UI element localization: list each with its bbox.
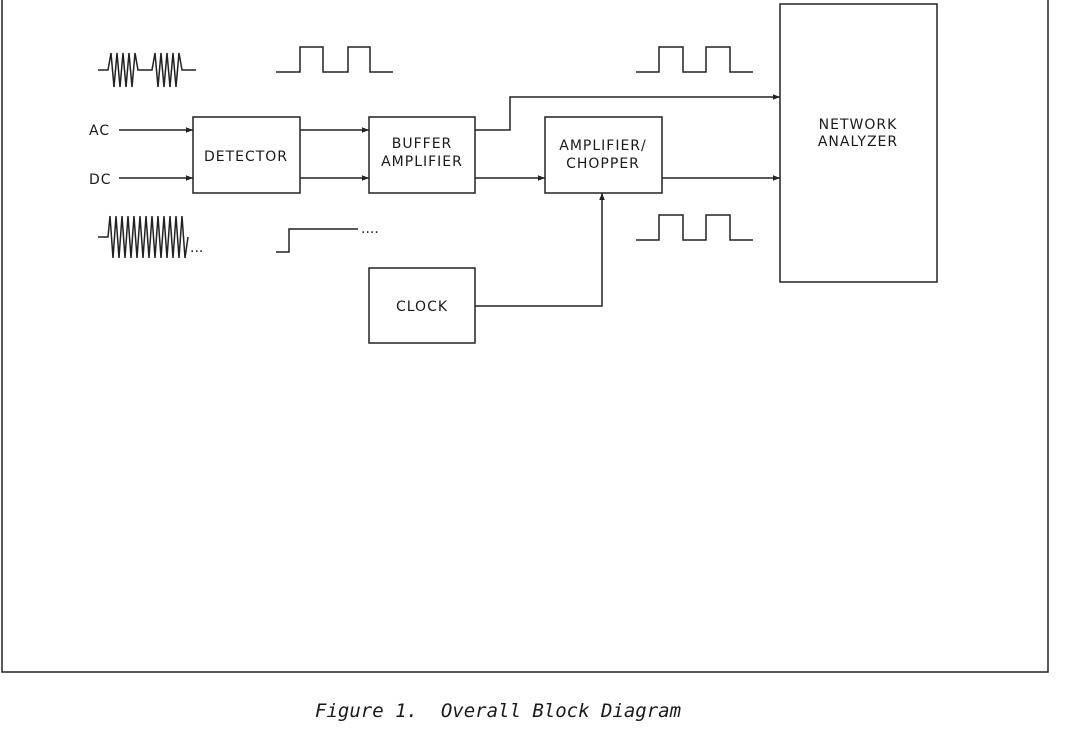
analyzer-upper-pulse	[636, 46, 753, 73]
dc-step-waveform	[276, 228, 358, 253]
clock-label: CLOCK	[396, 299, 448, 315]
detector-label: DETECTOR	[204, 149, 288, 165]
dc-input-label: DC	[89, 172, 112, 188]
clock-to-chopper-arrow	[475, 193, 605, 307]
amplifier-chopper-block	[544, 116, 663, 194]
analyzer-label: ANALYZER	[818, 134, 898, 150]
buffer-amplifier-label: AMPLIFIER	[381, 154, 463, 170]
dc-step-dots: ....	[361, 221, 379, 237]
ac-waveform	[98, 52, 196, 88]
buffer-label: BUFFER	[392, 136, 453, 152]
network-label: NETWORK	[819, 117, 898, 133]
dc-waveform-ellipsis: ...	[190, 240, 203, 256]
buffer-to-analyzer-arrow	[475, 94, 780, 131]
analyzer-lower-pulse	[636, 214, 753, 241]
buffer-amplifier-block	[368, 116, 476, 194]
amplifier-label: AMPLIFIER/	[559, 138, 647, 154]
chopper-label: CHOPPER	[566, 156, 640, 172]
detector-output-pulse	[276, 46, 393, 73]
detector-block	[192, 116, 301, 194]
dc-waveform	[98, 215, 189, 259]
ac-input-label: AC	[89, 123, 110, 139]
figure-frame	[1, 0, 1049, 673]
clock-block	[368, 267, 476, 344]
figure-caption: Figure 1. Overall Block Diagram	[315, 700, 681, 722]
network-analyzer-block	[779, 3, 938, 283]
